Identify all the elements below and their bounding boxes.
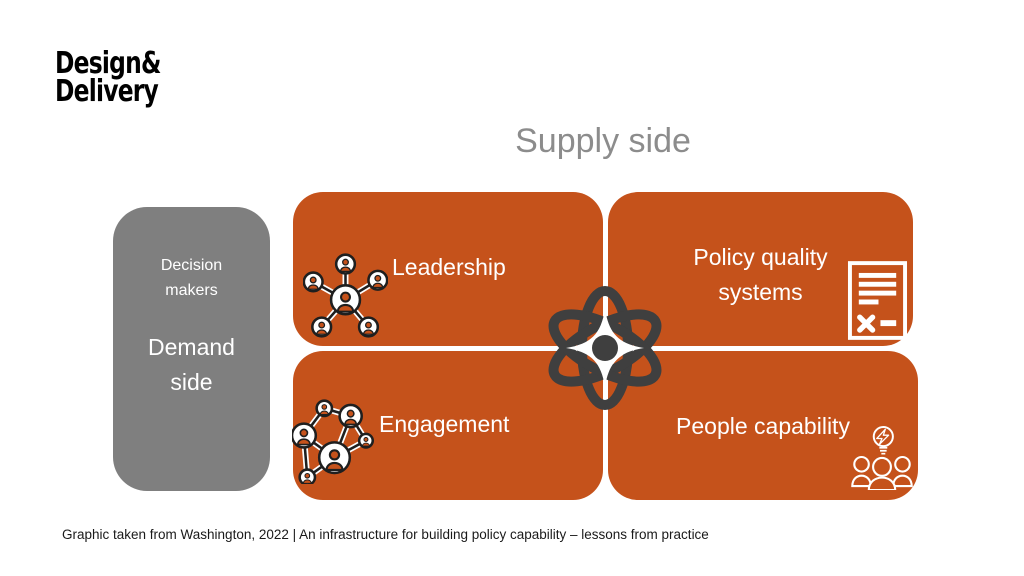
demand-side-box: Decision makers Demand side [113,207,270,491]
people-network-icon [292,399,375,484]
people-capability-label: People capability [676,413,850,439]
leadership-box: Leadership [293,192,603,346]
leadership-label: Leadership [392,254,506,280]
supply-side-title: Supply side [515,122,691,160]
design-delivery-logo: Design& Delivery [55,46,161,109]
policy-quality-systems-label: Policy quality systems [693,244,828,305]
policy-document-icon [847,261,908,340]
engagement-label: Engagement [379,411,510,437]
team-lightbulb-icon [851,425,913,490]
decision-makers-label: Decision makers [160,257,223,299]
logo-line-1: Design& [55,46,161,81]
org-network-icon [303,253,388,338]
atom-icon [548,286,662,410]
demand-side-label: Demand side [148,334,235,395]
logo-line-2: Delivery [55,73,159,109]
source-caption: Graphic taken from Washington, 2022 | An… [62,527,709,542]
